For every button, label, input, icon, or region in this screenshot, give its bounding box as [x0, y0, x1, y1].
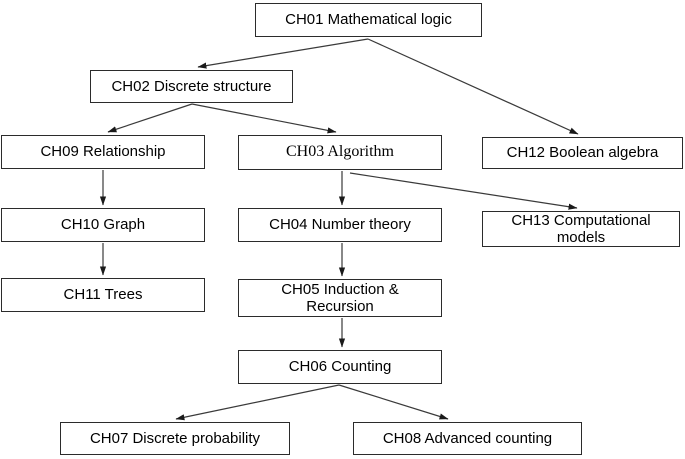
node-ch10: CH10 Graph: [1, 208, 205, 242]
node-label: CH10 Graph: [60, 216, 146, 234]
node-label: CH08 Advanced counting: [382, 429, 553, 447]
node-label: CH02 Discrete structure: [111, 77, 272, 95]
node-label: CH01 Mathematical logic: [285, 11, 452, 29]
node-label: models: [556, 229, 606, 246]
node-label: CH04 Number theory: [269, 216, 411, 234]
edge-ch03-to-ch13: [349, 172, 578, 210]
edge-ch02-to-ch09: [107, 103, 193, 133]
node-ch01: CH01 Mathematical logic: [255, 3, 482, 37]
node-label: CH11 Trees: [63, 286, 143, 304]
node-label: CH13 Computational: [511, 211, 651, 229]
edge-ch02-to-ch03: [191, 103, 337, 134]
node-ch11: CH11 Trees: [1, 278, 205, 312]
node-ch04: CH04 Number theory: [238, 208, 442, 242]
node-label: CH07 Discrete probability: [89, 429, 261, 447]
node-ch02: CH02 Discrete structure: [90, 70, 293, 103]
node-ch12: CH12 Boolean algebra: [482, 137, 683, 169]
edge-ch01-to-ch12: [367, 38, 579, 135]
edge-ch06-to-ch08: [338, 384, 449, 420]
node-ch08: CH08 Advanced counting: [353, 422, 582, 455]
node-label: CH05 Induction &: [281, 280, 399, 298]
edge-ch01-to-ch02: [197, 38, 369, 69]
edge-ch06-to-ch07: [175, 384, 340, 421]
node-ch03: CH03 Algorithm: [238, 135, 442, 170]
node-label: CH06 Counting: [288, 358, 392, 376]
node-label: CH03 Algorithm: [285, 143, 394, 161]
node-ch05: CH05 Induction &Recursion: [238, 279, 442, 317]
node-ch07: CH07 Discrete probability: [60, 422, 290, 455]
node-ch09: CH09 Relationship: [1, 135, 205, 169]
node-label: CH09 Relationship: [40, 143, 166, 161]
node-label: CH12 Boolean algebra: [506, 144, 659, 162]
node-label: Recursion: [306, 298, 374, 315]
node-ch06: CH06 Counting: [238, 350, 442, 384]
